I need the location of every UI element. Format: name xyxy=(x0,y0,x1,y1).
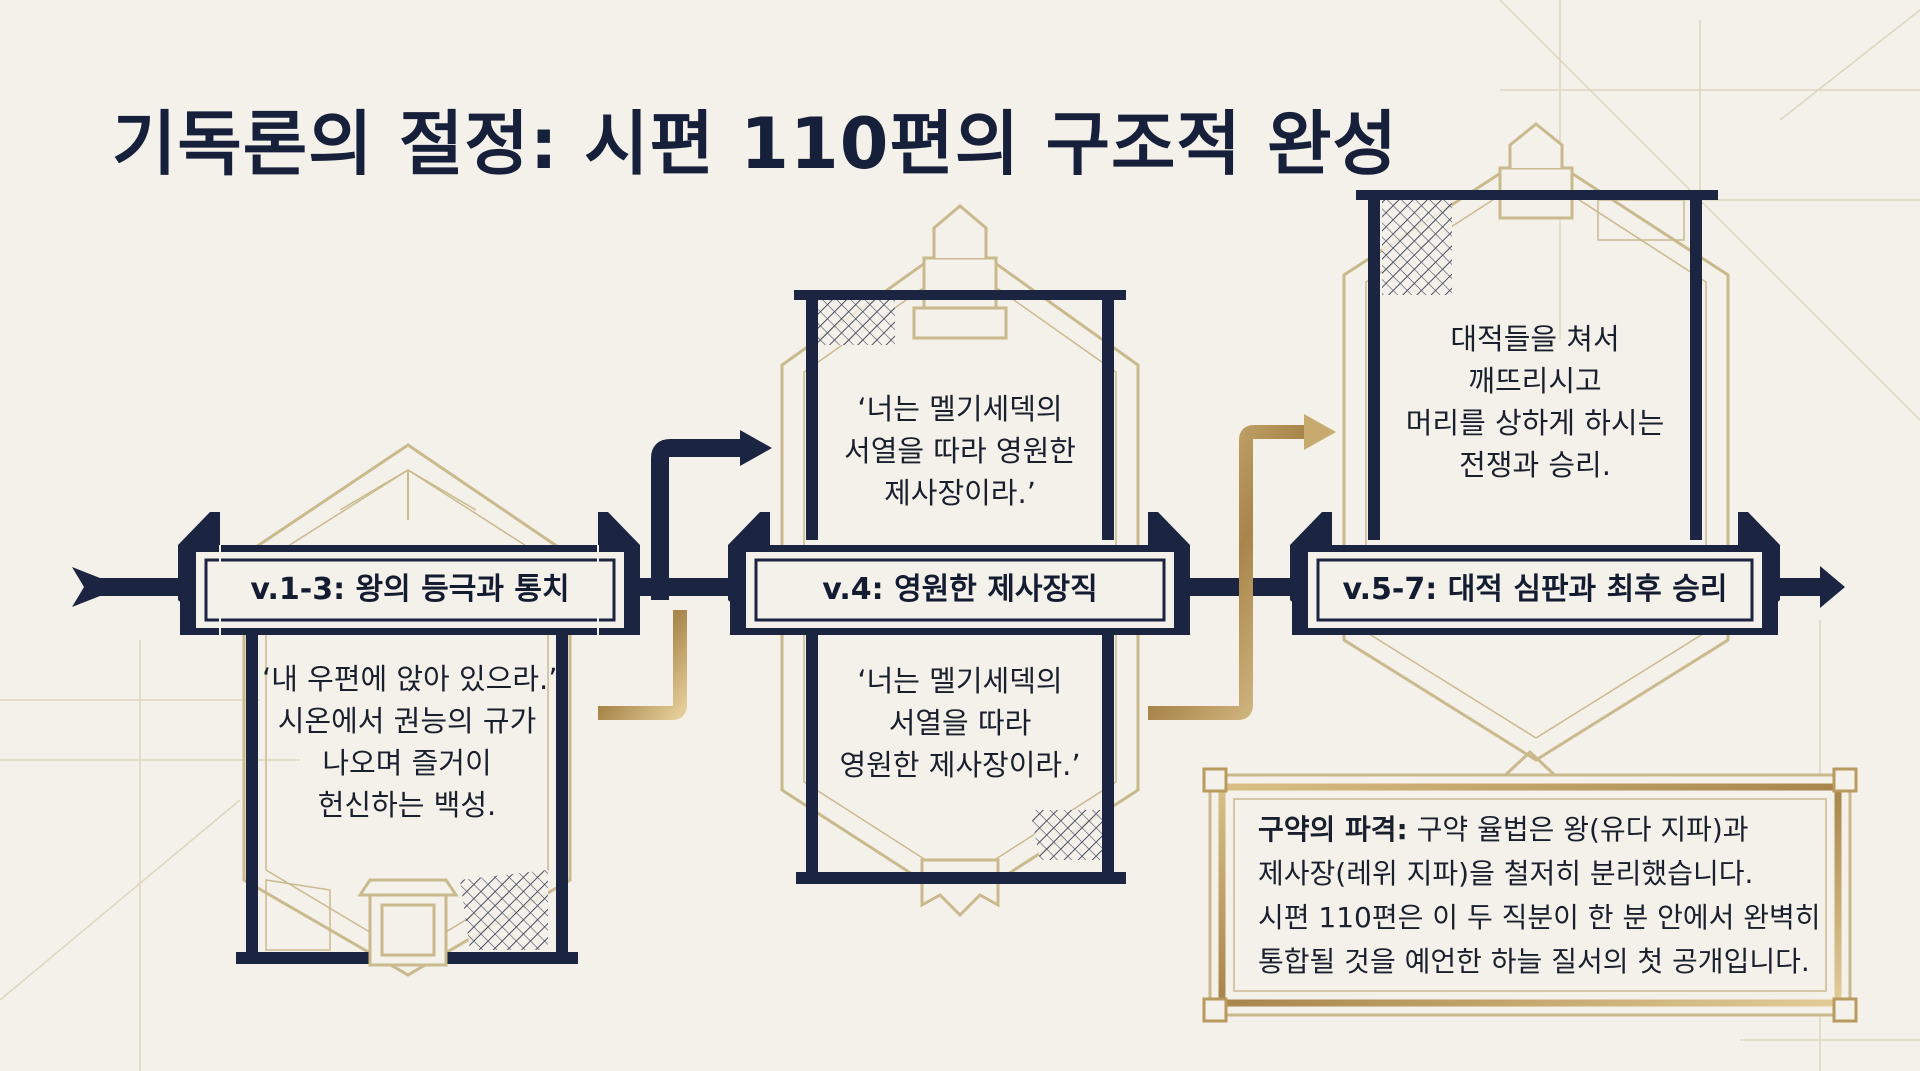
note-first-line-rest: 구약 율법은 왕(유다 지파)과 xyxy=(1407,813,1749,846)
stage-2-bottom-line: 서열을 따라 xyxy=(888,706,1032,740)
stage-1-label: v.1-3: 왕의 등극과 통치 xyxy=(250,572,570,607)
stage-3-line: 머리를 상하게 하시는 xyxy=(1405,406,1665,440)
note-line: 제사장(레위 지파)을 철저히 분리했습니다. xyxy=(1258,857,1754,890)
note-line: 통합될 것을 예언한 하늘 질서의 첫 공개입니다. xyxy=(1258,945,1810,978)
stage-2-top-line: ‘너는 멜기세덱의 xyxy=(857,392,1063,426)
stage-3-text: 대적들을 쳐서 깨뜨리시고 머리를 상하게 하시는 전쟁과 승리. xyxy=(1384,318,1686,486)
stage-3-line: 대적들을 쳐서 xyxy=(1450,322,1620,356)
stage-2-bottom-line: 영원한 제사장이라.’ xyxy=(839,748,1081,782)
panel-1-frame xyxy=(178,443,640,977)
connector-arrow-navy xyxy=(651,430,772,600)
panel-3-frame xyxy=(1290,122,1780,762)
note-box: 구약의 파격: 구약 율법은 왕(유다 지파)과 제사장(레위 지파)을 철저히… xyxy=(1258,808,1821,984)
stage-3-line: 깨뜨리시고 xyxy=(1468,364,1602,398)
stage-1-line: 나오며 즐거이 xyxy=(322,746,492,780)
stage-1-line: 헌신하는 백성. xyxy=(317,788,497,822)
stage-1-text: ‘내 우편에 앉아 있으라.’ 시온에서 권능의 규가 나오며 즐거이 헌신하는… xyxy=(262,658,558,826)
stage-1-line: 시온에서 권능의 규가 xyxy=(277,704,537,738)
note-heading: 구약의 파격: xyxy=(1258,813,1408,846)
note-line-1: 구약의 파격: 구약 율법은 왕(유다 지파)과 xyxy=(1258,808,1818,852)
stage-2-bottom-line: ‘너는 멜기세덱의 xyxy=(857,664,1063,698)
stage-1-line: ‘내 우편에 앉아 있으라.’ xyxy=(262,662,558,696)
stage-2-top-text: ‘너는 멜기세덱의 서열을 따라 영원한 제사장이라.’ xyxy=(820,388,1100,514)
note-line: 시편 110편은 이 두 직분이 한 분 안에서 완벽히 xyxy=(1258,901,1821,934)
stage-3-label: v.5-7: 대적 심판과 최후 승리 xyxy=(1342,572,1728,607)
stage-2-bottom-text: ‘너는 멜기세덱의 서열을 따라 영원한 제사장이라.’ xyxy=(820,660,1100,786)
stage-2-top-line: 제사장이라.’ xyxy=(884,476,1036,510)
stage-2-label: v.4: 영원한 제사장직 xyxy=(822,572,1098,607)
note-box-frame xyxy=(1202,749,1858,1023)
connector-arrow-gold-1 xyxy=(598,610,687,720)
stage-3-line: 전쟁과 승리. xyxy=(1459,448,1611,482)
panel-2-frame xyxy=(728,204,1190,918)
stage-2-top-line: 서열을 따라 영원한 xyxy=(844,434,1076,468)
connector-arrow-gold-2 xyxy=(1148,414,1336,720)
page-title: 기독론의 절정: 시편 110편의 구조적 완성 xyxy=(112,103,1398,185)
